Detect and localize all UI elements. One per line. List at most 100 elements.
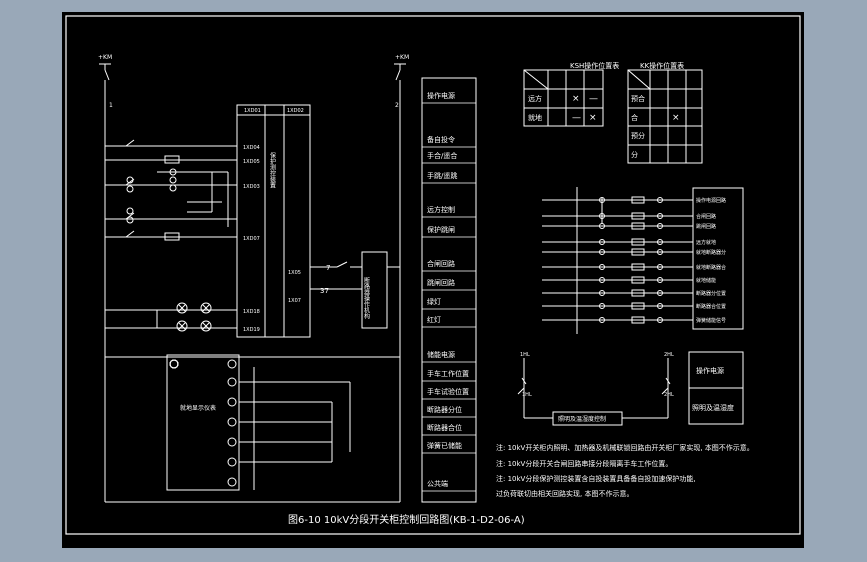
signal-terminal — [599, 249, 605, 255]
signal-label: 就地断路器分 — [696, 249, 726, 256]
function-label: 手车工作位置 — [427, 369, 469, 378]
relay-vertical-label: 保护测控装置 — [269, 151, 276, 188]
note-3: 注: 10kV分段保护测控装置含自投装置具备备自投加速保护功能, — [496, 474, 696, 483]
note-4: 过负荷联切由相关回路实现, 本图不作示意。 — [496, 489, 633, 498]
signal-label: 断路器分位置 — [696, 290, 726, 297]
signal-label: 跳闸回路 — [696, 223, 716, 230]
kk-table-title: KK操作位置表 — [640, 61, 684, 70]
heater-box-top: 操作电源 — [696, 366, 724, 375]
relay-header-left: 1XD01 — [244, 108, 261, 114]
signal-fuse — [631, 289, 645, 297]
breaker-mechanism-label: 断路器操作机构 — [363, 276, 370, 320]
relay-row-label: 1XD19 — [243, 327, 260, 333]
relay-header-right: 1XD02 — [287, 108, 304, 114]
kk-row: 预分 — [631, 131, 645, 140]
function-label: 绿灯 — [427, 297, 441, 306]
signal-fuse — [631, 212, 645, 220]
kk-row: 预合 — [631, 94, 645, 103]
function-label: 储能电源 — [427, 350, 455, 359]
kk-table — [627, 69, 703, 164]
ksh-cell: × — [589, 113, 597, 123]
function-label: 断路器分位 — [427, 405, 462, 414]
signal-label: 断路器合位置 — [696, 303, 726, 310]
signal-label: 合闸回路 — [696, 213, 716, 220]
terminal-circle — [227, 377, 237, 387]
heater-label: 照明及温湿度控制 — [558, 415, 606, 423]
relay-row-label: 1XD04 — [243, 145, 260, 151]
ksh-row-local: 就地 — [528, 113, 542, 122]
signal-terminal — [657, 290, 663, 296]
signal-terminal — [599, 277, 605, 283]
signal-label: 就地断路器合 — [696, 264, 726, 271]
function-label: 手车试验位置 — [427, 387, 469, 396]
terminal-circle — [227, 457, 237, 467]
signal-fuse — [631, 263, 645, 271]
signal-label: 远方就地 — [696, 239, 716, 246]
signal-terminal — [599, 239, 605, 245]
heater-box — [552, 411, 623, 426]
relay-row-label: 1XD07 — [243, 236, 260, 242]
note-2: 注: 10kV分段开关合闸回路串接分段隔离手车工作位置。 — [496, 459, 672, 468]
signal-label-box — [692, 187, 744, 330]
terminal-circle — [227, 437, 237, 447]
function-label: 远方控制 — [427, 205, 455, 214]
signal-terminal — [599, 264, 605, 270]
function-label: 备自投令 — [427, 135, 455, 144]
schematic-canvas: +KM +KM 1 2 1XD01 1XD02 7 37 1X07 1X05 就… — [65, 15, 801, 535]
signal-fuse — [631, 276, 645, 284]
note-1: 注: 10kV开关柜内照明、加热器及机械联锁回路由开关柜厂家实现, 本图不作示意… — [496, 443, 754, 452]
relay-row-label: 1XD18 — [243, 309, 260, 315]
signal-terminal — [657, 197, 663, 203]
signal-terminal — [657, 317, 663, 323]
signal-label: 操作电源回路 — [696, 197, 726, 204]
heater-right-node: 2HL — [664, 392, 674, 398]
signal-fuse — [631, 238, 645, 246]
function-label: 保护跳闸 — [427, 225, 455, 234]
right-bus-label: +KM — [395, 54, 409, 61]
terminal-circle — [227, 417, 237, 427]
signal-terminal — [599, 303, 605, 309]
function-label: 操作电源 — [427, 91, 455, 100]
function-label: 手合/遥合 — [427, 151, 457, 160]
kk-row: 合 — [631, 113, 638, 122]
inner-border — [65, 15, 801, 535]
signal-terminal — [657, 249, 663, 255]
function-label: 弹簧已储能 — [427, 441, 462, 450]
terminal-circle — [227, 397, 237, 407]
function-label: 跳闸回路 — [427, 278, 455, 287]
function-label: 合闸回路 — [427, 259, 455, 268]
heater-box-bottom: 照明及温湿度 — [692, 403, 734, 412]
signal-terminal — [657, 277, 663, 283]
signal-fuse — [631, 196, 645, 204]
signal-terminal — [657, 223, 663, 229]
signal-label: 弹簧储能信号 — [696, 317, 726, 324]
drawing-frame: +KM +KM 1 2 1XD01 1XD02 7 37 1X07 1X05 就… — [62, 12, 804, 548]
figure-caption: 图6-10 10kV分段开关柜控制回路图(KB-1-D2-06-A) — [288, 513, 525, 526]
function-label: 断路器合位 — [427, 423, 462, 432]
signal-terminal — [657, 264, 663, 270]
heater-left-label: 1HL — [520, 352, 530, 358]
terminal-circle — [227, 359, 237, 369]
signal-fuse — [631, 222, 645, 230]
left-bus-label: +KM — [98, 54, 112, 61]
ksh-cell: — — [589, 94, 598, 104]
terminal-circle — [227, 477, 237, 487]
ksh-cell: — — [572, 113, 581, 123]
function-label: 公共端 — [427, 479, 448, 488]
function-label: 红灯 — [427, 315, 441, 324]
node1-label: 1 — [109, 102, 113, 109]
relay-output-1: 1X05 — [288, 270, 301, 276]
terminal-circle — [169, 359, 179, 369]
signal-terminal — [599, 290, 605, 296]
signal-label: 就地储能 — [696, 277, 716, 284]
node2-label: 2 — [395, 102, 399, 109]
signal-terminal — [657, 239, 663, 245]
display-box-label: 就地显示仪表 — [180, 404, 216, 412]
ksh-cell: × — [572, 94, 580, 104]
relay-num-b: 37 — [320, 287, 329, 295]
ksh-table — [523, 69, 604, 127]
breaker-mechanism-box — [361, 251, 388, 329]
relay-module — [236, 104, 311, 338]
signal-terminal — [657, 303, 663, 309]
function-label: 手跳/遥跳 — [427, 171, 457, 180]
